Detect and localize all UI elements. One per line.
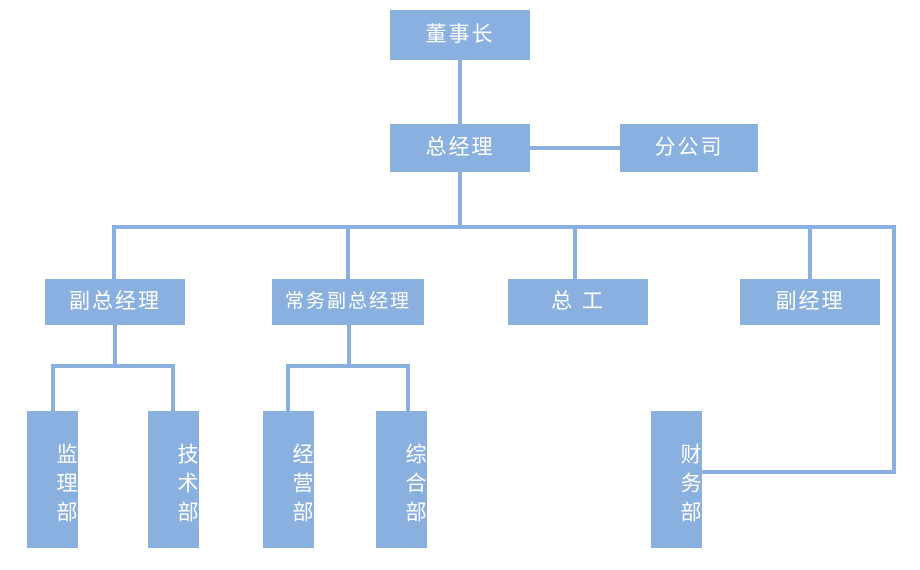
node-deputy-manager[interactable]: 副经理 bbox=[740, 279, 880, 325]
connector-general-manager-to-branch-company bbox=[530, 146, 622, 150]
connector-executive-deputy-general-manager-bar bbox=[286, 364, 410, 368]
connector-chairman-to-general-manager bbox=[458, 60, 462, 125]
connector-deputy-general-manager-stem bbox=[113, 325, 117, 366]
connector-drop-supervision-department bbox=[51, 364, 55, 411]
connector-general-manager-drop bbox=[458, 172, 462, 229]
node-finance-department[interactable]: 财务部 bbox=[651, 411, 702, 548]
node-technology-department[interactable]: 技术部 bbox=[148, 411, 199, 548]
node-executive-deputy-general-manager[interactable]: 常务副总经理 bbox=[272, 279, 424, 325]
connector-drop-deputy-general-manager bbox=[112, 225, 116, 279]
node-supervision-department[interactable]: 监理部 bbox=[27, 411, 78, 548]
connector-deputy-general-manager-bar bbox=[51, 364, 175, 368]
connector-drop-general-affairs-department bbox=[406, 364, 410, 411]
connector-level3-bus bbox=[112, 225, 896, 229]
connector-drop-executive-deputy-general-manager bbox=[346, 225, 350, 279]
connector-drop-chief-engineer bbox=[573, 225, 577, 279]
node-operations-department[interactable]: 经营部 bbox=[263, 411, 314, 548]
connector-drop-deputy-manager bbox=[808, 225, 812, 279]
connector-right-rail-to-finance-department bbox=[702, 470, 896, 474]
connector-drop-operations-department bbox=[286, 364, 290, 411]
node-general-affairs-department[interactable]: 综合部 bbox=[376, 411, 427, 548]
connector-executive-deputy-general-manager-stem bbox=[347, 325, 351, 366]
node-chairman[interactable]: 董事长 bbox=[390, 10, 530, 60]
node-chief-engineer[interactable]: 总 工 bbox=[508, 279, 648, 325]
node-general-manager[interactable]: 总经理 bbox=[390, 124, 530, 172]
connector-drop-technology-department bbox=[171, 364, 175, 411]
node-branch-company[interactable]: 分公司 bbox=[620, 124, 758, 172]
connector-right-rail-vertical bbox=[892, 225, 896, 474]
node-deputy-general-manager[interactable]: 副总经理 bbox=[45, 279, 185, 325]
